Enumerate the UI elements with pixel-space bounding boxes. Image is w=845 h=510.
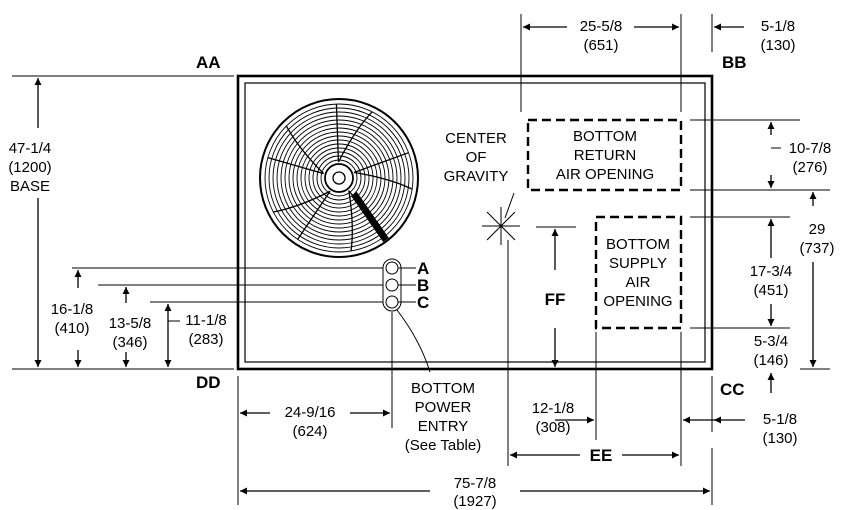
cog-label-line3: GRAVITY xyxy=(444,168,509,185)
dim-entry-a-in: 16-1/8 xyxy=(51,301,94,318)
supply-label-line4: OPENING xyxy=(603,293,672,310)
power-entry-leader xyxy=(396,309,431,373)
entry-c-label: C xyxy=(417,293,429,312)
entry-a-label: A xyxy=(417,259,429,278)
corner-aa: AA xyxy=(196,53,221,72)
dim-return-height-in: 10-7/8 xyxy=(789,140,832,157)
dim-base-height-in: 47-1/4 xyxy=(9,140,52,157)
dim-base-height-mm: (1200) xyxy=(8,159,51,176)
corner-cc: CC xyxy=(720,380,745,399)
dim-top-right-offset-mm: (130) xyxy=(760,37,795,54)
dim-supply-height-mm: (451) xyxy=(753,282,788,299)
corner-dd: DD xyxy=(196,373,221,392)
dim-return-height-mm: (276) xyxy=(792,159,827,176)
supply-label-line2: SUPPLY xyxy=(609,255,667,272)
dim-entry-horizontal-mm: (624) xyxy=(292,423,327,440)
dim-supply-width-in: 12-1/8 xyxy=(532,400,575,417)
return-label-line1: BOTTOM xyxy=(573,128,637,145)
dim-supply-bottom-in: 5-3/4 xyxy=(754,333,788,350)
dim-return-width-in: 25-5/8 xyxy=(580,18,623,35)
unit-outline xyxy=(236,74,714,371)
fan-icon xyxy=(259,98,419,258)
dim-entry-b-mm: (346) xyxy=(112,334,147,351)
power-entry-line2: POWER xyxy=(415,399,472,416)
cog-label-line1: CENTER xyxy=(445,130,507,147)
marker-ee: EE xyxy=(590,446,613,465)
dim-supply-height-in: 17-3/4 xyxy=(750,263,793,280)
center-of-gravity-symbol xyxy=(482,192,520,245)
unit-inner-outline xyxy=(244,82,706,363)
dim-supply-width-mm: (308) xyxy=(535,419,570,436)
return-air-opening xyxy=(526,118,683,192)
dim-entry-c-mm: (283) xyxy=(188,331,223,348)
power-entry-line3: ENTRY xyxy=(418,418,469,435)
marker-ff: FF xyxy=(545,290,566,309)
dim-base-label: BASE xyxy=(10,178,50,195)
dim-bottom-right-offset-mm: (130) xyxy=(762,430,797,447)
dim-entry-a-mm: (410) xyxy=(54,320,89,337)
dim-entry-c-in: 11-1/8 xyxy=(185,312,226,329)
return-label-line2: RETURN xyxy=(574,147,637,164)
dim-entry-b-in: 13-5/8 xyxy=(109,315,152,332)
return-label-line3: AIR OPENING xyxy=(556,166,654,183)
supply-label-line1: BOTTOM xyxy=(606,236,670,253)
corner-bb: BB xyxy=(722,53,747,72)
dim-overall-length-mm: (1927) xyxy=(453,493,496,510)
dim-bottom-right-offset-in: 5-1/8 xyxy=(763,411,797,428)
entry-b-label: B xyxy=(417,276,429,295)
dim-supply-bottom-mm: (146) xyxy=(753,352,788,369)
dim-overall-length-in: 75-7/8 xyxy=(454,475,497,492)
dim-right-total-in: 29 xyxy=(809,221,826,238)
dim-return-width-mm: (651) xyxy=(583,37,618,54)
dim-top-right-offset-in: 5-1/8 xyxy=(761,18,795,35)
power-entry-line1: BOTTOM xyxy=(411,380,475,397)
power-entry-line4: (See Table) xyxy=(405,437,481,454)
cog-label-line2: OF xyxy=(466,149,487,166)
supply-air-opening xyxy=(594,215,683,330)
dim-right-total-mm: (737) xyxy=(799,240,834,257)
dim-entry-horizontal-in: 24-9/16 xyxy=(285,404,336,421)
supply-label-line3: AIR xyxy=(625,274,650,291)
